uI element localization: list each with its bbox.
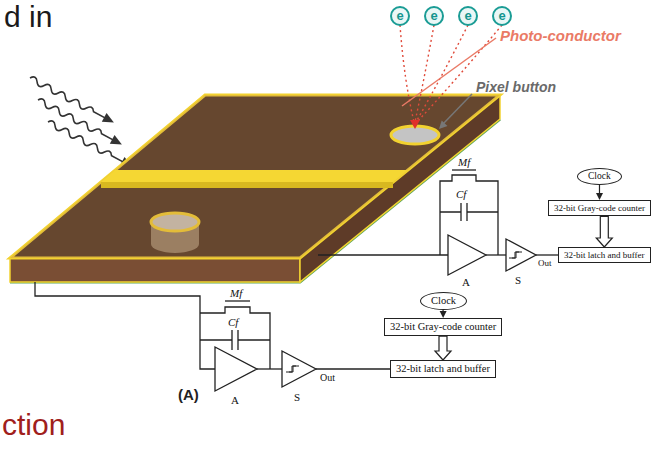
- arrow-line: [599, 185, 600, 194]
- electron-symbol: e: [493, 7, 511, 25]
- signal-arrow: [596, 216, 612, 247]
- signal-arrow: [435, 336, 451, 360]
- readout-circuit: [318, 254, 448, 255]
- box-text: 32-bit latch and buffer: [396, 363, 490, 375]
- electron-circles: [391, 7, 511, 25]
- readout-circuit: [286, 366, 299, 372]
- photoconductor-slab: [10, 95, 500, 258]
- electron-circles: [493, 7, 511, 25]
- leader-arrow: [439, 94, 472, 129]
- cropped-text: ction: [2, 408, 65, 443]
- component-label: A: [462, 276, 470, 289]
- latch-box: 32-bit latch and buffer: [558, 247, 651, 263]
- readout-circuit: [200, 339, 270, 340]
- light-waves: [28, 74, 117, 127]
- signal-name: Out: [320, 372, 335, 384]
- electron-circles: [391, 7, 409, 25]
- counter-box: 32-bit Gray-code counter: [548, 200, 651, 216]
- box-text: 32-bit Gray-code counter: [390, 321, 496, 333]
- component-label: A: [231, 394, 239, 407]
- hollow-arrow: [596, 216, 612, 247]
- readout-circuit: [452, 169, 476, 170]
- arrowhead: [596, 193, 603, 200]
- arrowhead: [440, 311, 447, 318]
- readout-circuit: [35, 282, 316, 391]
- readout-circuit: [35, 282, 215, 369]
- electron-symbol: e: [459, 7, 477, 25]
- photoconductor-slab: [101, 170, 408, 182]
- readout-circuit: [461, 203, 467, 221]
- readout-circuit: [282, 351, 316, 387]
- readout-circuit: [257, 368, 282, 369]
- counter-box: 32-bit Gray-code counter: [384, 318, 502, 336]
- light-waves: [47, 119, 126, 165]
- panel-label: (A): [178, 386, 199, 403]
- readout-circuit: [232, 330, 238, 350]
- light-waves: [46, 118, 135, 171]
- photoconductor-slab: [10, 95, 500, 258]
- readout-circuit: [486, 254, 506, 255]
- leader-line: [402, 38, 496, 106]
- readout-circuit: [509, 252, 522, 258]
- component-label: Cf: [456, 188, 466, 201]
- box-text: Clock: [431, 295, 456, 307]
- component-label: Mf: [230, 287, 242, 300]
- electron-circles: [459, 7, 477, 25]
- component-label: Cf: [228, 316, 238, 329]
- photoconductor-slab: [10, 95, 500, 282]
- electron-paths: [400, 25, 414, 122]
- signal-arrow: [596, 185, 603, 200]
- readout-circuit: [225, 300, 250, 301]
- light-waves: [102, 113, 116, 127]
- light-waves: [28, 74, 135, 171]
- electron-paths: [416, 25, 468, 122]
- leader-arrow: [439, 121, 448, 130]
- component-label: S: [515, 274, 521, 287]
- signal-name: Out: [538, 258, 552, 268]
- photoconductor-slab: [101, 182, 393, 188]
- electron-paths: [400, 25, 502, 122]
- readout-circuit: [506, 239, 536, 271]
- leader-arrow: [443, 94, 472, 124]
- part-label: Photo-conductor: [500, 27, 621, 44]
- light-waves: [110, 135, 124, 149]
- signal-wire: [536, 254, 558, 255]
- readout-circuit: [448, 235, 486, 275]
- photoconductor-slab: [10, 258, 300, 282]
- electron-symbol: e: [391, 7, 409, 25]
- latch-box: 32-bit latch and buffer: [390, 360, 496, 378]
- light-waves: [37, 97, 116, 143]
- box-text: 32-bit Gray-code counter: [554, 203, 645, 213]
- signal-wire: [316, 368, 390, 369]
- electron-arrowhead: [410, 120, 420, 129]
- readout-circuit: [440, 211, 498, 212]
- electron-symbol: e: [425, 7, 443, 25]
- electron-paths: [415, 25, 434, 122]
- part-label: Pixel button: [476, 79, 556, 95]
- readout-circuit: [318, 170, 536, 275]
- component-label: Mf: [458, 156, 470, 169]
- cropped-text: d in: [4, 0, 52, 35]
- clock-source: Clock: [577, 168, 622, 185]
- clock-source: Clock: [420, 292, 467, 310]
- box-text: Clock: [588, 171, 611, 182]
- electron-circles: [425, 7, 443, 25]
- signal-arrow: [440, 310, 447, 318]
- component-label: S: [294, 391, 300, 404]
- hollow-arrow: [435, 336, 451, 360]
- readout-circuit: [215, 347, 257, 391]
- box-text: 32-bit latch and buffer: [564, 250, 645, 260]
